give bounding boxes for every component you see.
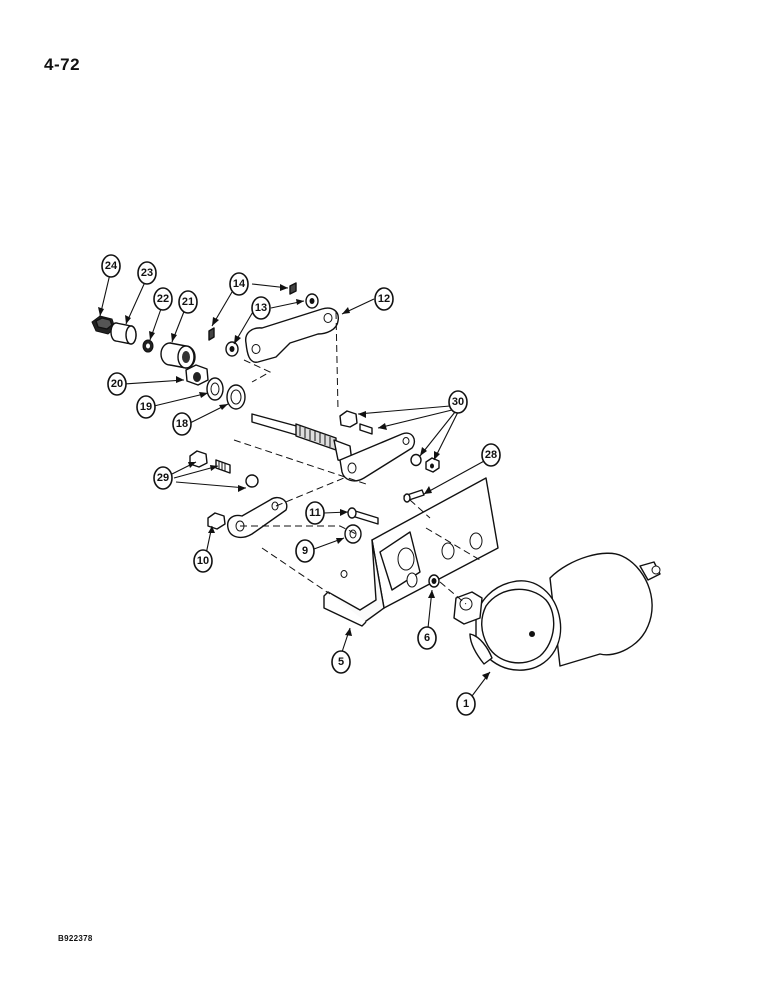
callout-label: 1 xyxy=(463,698,469,710)
callout-19: 19 xyxy=(136,395,156,419)
part-18-washer xyxy=(226,384,246,410)
callout-label: 22 xyxy=(157,293,169,305)
part-9-washer xyxy=(344,524,362,544)
callout-29: 29 xyxy=(153,466,173,490)
part-21-bearing xyxy=(160,342,196,369)
callout-label: 23 xyxy=(141,267,153,279)
callout-1: 1 xyxy=(456,692,476,716)
part-6-washer xyxy=(428,574,440,588)
callout-label: 6 xyxy=(424,632,430,644)
part-20-nut xyxy=(185,364,209,386)
callout-label: 11 xyxy=(309,507,321,519)
callout-5: 5 xyxy=(331,650,351,674)
callout-label: 18 xyxy=(176,418,188,430)
callout-10: 10 xyxy=(193,549,213,573)
callout-30: 30 xyxy=(448,390,468,414)
callout-label: 19 xyxy=(140,401,152,413)
alignment-lines xyxy=(233,311,481,605)
arrowheads xyxy=(98,284,490,680)
callout-label: 21 xyxy=(182,296,194,308)
part-11-bolt xyxy=(347,507,379,525)
crank-shaft-assembly xyxy=(251,413,416,482)
part-5-mounting-bracket xyxy=(323,477,499,627)
part-19-washer xyxy=(206,377,224,401)
part-12-link-arm xyxy=(245,307,339,363)
part-23-bushing xyxy=(110,322,137,345)
callout-label: 30 xyxy=(452,396,464,408)
page-number: 4-72 xyxy=(44,55,81,74)
callout-label: 29 xyxy=(157,472,169,484)
part-14-clip xyxy=(208,282,297,341)
part-29-hardware xyxy=(189,450,259,488)
callout-label: 20 xyxy=(111,378,123,390)
callout-20: 20 xyxy=(107,372,127,396)
callout-12: 12 xyxy=(374,287,394,311)
callout-6: 6 xyxy=(417,626,437,650)
part-28-screw xyxy=(403,489,425,503)
callout-21: 21 xyxy=(178,290,198,314)
callout-label: 10 xyxy=(197,555,209,567)
callout-label: 14 xyxy=(233,278,246,290)
lower-link-arm xyxy=(227,496,288,539)
callout-9: 9 xyxy=(295,539,315,563)
callout-23: 23 xyxy=(137,261,157,285)
callout-28: 28 xyxy=(481,443,501,467)
callout-22: 22 xyxy=(153,287,173,311)
part-30-hardware xyxy=(339,410,440,473)
part-24-cap-nut xyxy=(91,315,116,335)
part-10-nut xyxy=(207,512,226,530)
parts-drawing xyxy=(91,282,661,671)
callout-24: 24 xyxy=(101,254,121,278)
callout-label: 24 xyxy=(105,260,118,272)
callout-11: 11 xyxy=(305,501,325,525)
callout-label: 9 xyxy=(302,545,308,557)
leader-lines xyxy=(99,273,491,697)
callout-13: 13 xyxy=(251,296,271,320)
callout-14: 14 xyxy=(229,272,249,296)
callout-label: 13 xyxy=(255,302,267,314)
callout-label: 5 xyxy=(338,656,344,668)
callout-label: 12 xyxy=(378,293,390,305)
callout-label: 28 xyxy=(485,449,497,461)
part-1-wiper-motor xyxy=(453,552,661,671)
figure-reference-code: B922378 xyxy=(58,934,93,943)
callout-18: 18 xyxy=(172,412,192,436)
